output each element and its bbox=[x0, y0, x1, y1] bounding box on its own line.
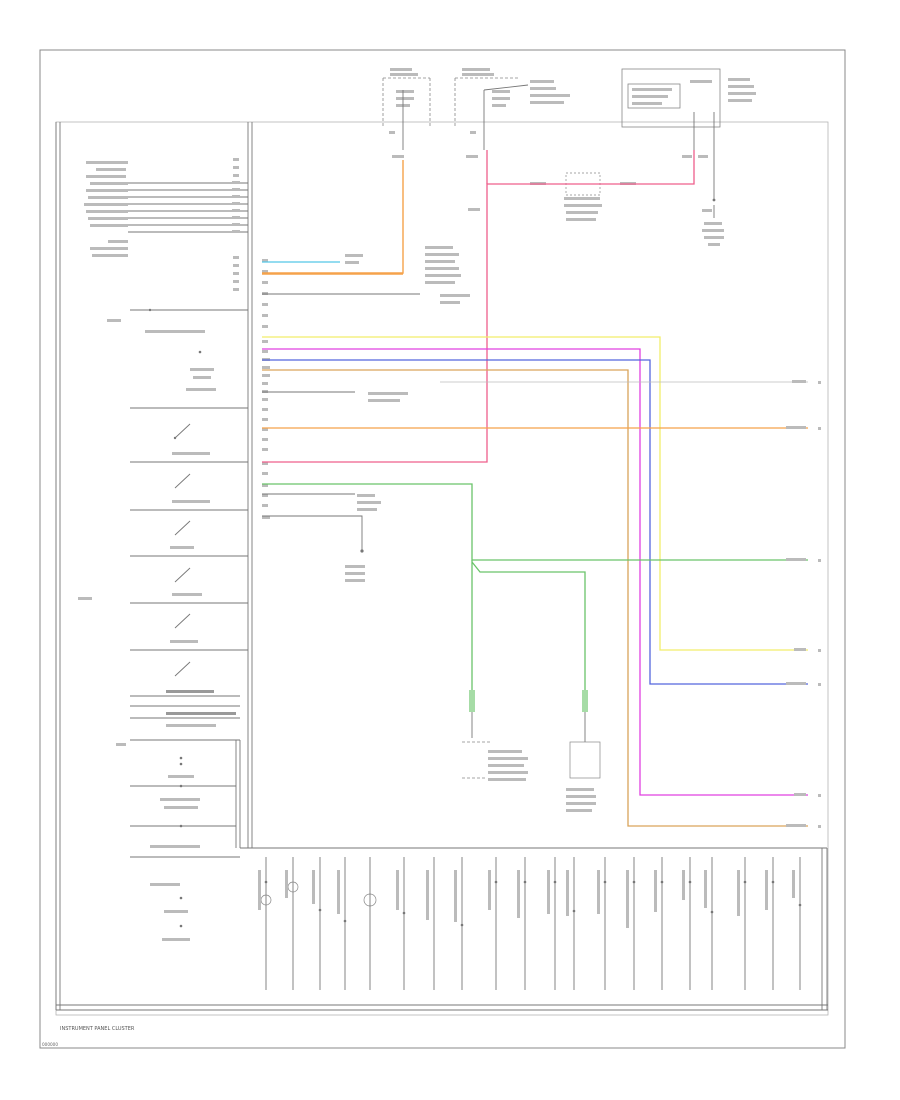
wire-green bbox=[262, 483, 808, 690]
wire-yellow bbox=[262, 336, 808, 651]
cluster-label: INSTRUMENT PANEL CLUSTER bbox=[60, 1026, 135, 1032]
right-pin-labels bbox=[262, 259, 270, 519]
cluster-pin-numbers bbox=[232, 158, 240, 291]
sensor-right bbox=[566, 690, 601, 812]
top-relay-right bbox=[621, 68, 756, 246]
diagram-outer-frame bbox=[39, 49, 846, 1049]
wire-orange-top bbox=[262, 160, 404, 275]
diagram-code: 000000 bbox=[42, 1042, 58, 1047]
sensor-left bbox=[462, 690, 528, 781]
bottom-indicator-row bbox=[260, 857, 801, 990]
connector-callouts bbox=[345, 246, 470, 582]
left-switch-section bbox=[78, 308, 248, 941]
wire-blue bbox=[262, 359, 808, 685]
right-continuation-labels bbox=[786, 380, 821, 828]
inline-connector-center bbox=[530, 172, 636, 221]
left-indicator-labels bbox=[84, 161, 128, 257]
wire-magenta bbox=[262, 348, 808, 796]
top-wire-labels bbox=[389, 131, 708, 211]
wire-black-lower bbox=[262, 391, 364, 553]
bottom-indicator-terminals bbox=[264, 880, 802, 927]
top-fuse-block-center bbox=[454, 68, 570, 150]
wire-pink bbox=[262, 150, 695, 463]
bottom-indicator-labels bbox=[258, 870, 795, 928]
gauge-signal-lines bbox=[128, 182, 248, 233]
top-fuse-block-left bbox=[382, 68, 431, 150]
wire-tan bbox=[262, 369, 808, 827]
